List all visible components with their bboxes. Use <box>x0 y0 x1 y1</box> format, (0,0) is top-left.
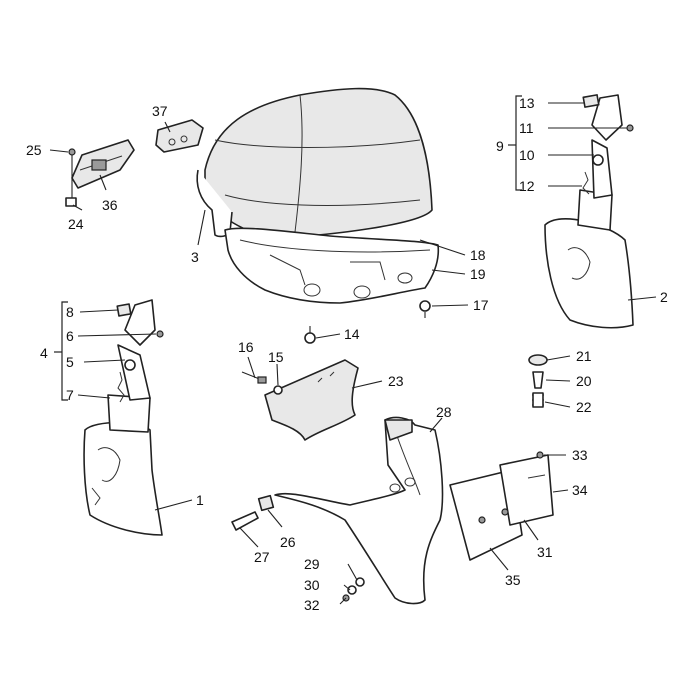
callout-31: 31 <box>537 544 553 560</box>
callout-24: 24 <box>68 216 84 232</box>
callout-16: 16 <box>238 339 254 355</box>
right-side-panel-part <box>544 94 634 329</box>
callout-36: 36 <box>102 197 118 213</box>
callout-27: 27 <box>254 549 270 565</box>
callout-28: 28 <box>436 404 452 420</box>
callout-1: 1 <box>196 492 204 508</box>
left-side-panel-part <box>83 299 164 536</box>
stem-part <box>528 354 548 408</box>
callout-35: 35 <box>505 572 521 588</box>
callout-8: 8 <box>66 304 74 320</box>
callout-30: 30 <box>304 577 320 593</box>
callout-2: 2 <box>660 289 668 305</box>
callout-5: 5 <box>66 354 74 370</box>
callout-14: 14 <box>344 326 360 342</box>
callout-33: 33 <box>572 447 588 463</box>
callout-9: 9 <box>496 138 504 154</box>
plate-bracket-part <box>449 451 554 561</box>
callout-26: 26 <box>280 534 296 550</box>
callout-10: 10 <box>519 147 535 163</box>
windshield-part <box>196 87 433 239</box>
callout-17: 17 <box>473 297 489 313</box>
callout-21: 21 <box>576 348 592 364</box>
small-housing-part <box>65 139 135 207</box>
callout-6: 6 <box>66 328 74 344</box>
callout-12: 12 <box>519 178 535 194</box>
callout-3: 3 <box>191 249 199 265</box>
plate-part <box>241 359 359 441</box>
callout-13: 13 <box>519 95 535 111</box>
callout-25: 25 <box>26 142 42 158</box>
callout-20: 20 <box>576 373 592 389</box>
callout-29: 29 <box>304 556 320 572</box>
small-block-part <box>155 119 204 153</box>
callout-23: 23 <box>388 373 404 389</box>
callout-32: 32 <box>304 597 320 613</box>
callout-15: 15 <box>268 349 284 365</box>
callout-18: 18 <box>470 247 486 263</box>
callout-34: 34 <box>572 482 588 498</box>
leader-lines <box>49 102 657 605</box>
hardware-parts <box>231 300 431 602</box>
callout-7: 7 <box>66 387 74 403</box>
callout-37: 37 <box>152 103 168 119</box>
callout-4: 4 <box>40 345 48 361</box>
callout-11: 11 <box>519 120 534 136</box>
group-brackets <box>54 95 522 401</box>
instrument-panel-part <box>224 227 440 304</box>
callout-22: 22 <box>576 399 592 415</box>
fender-part <box>274 416 444 605</box>
callout-19: 19 <box>470 266 486 282</box>
callout-labels: 1 2 3 4 5 6 7 8 9 10 11 12 13 14 15 16 1… <box>26 95 668 613</box>
